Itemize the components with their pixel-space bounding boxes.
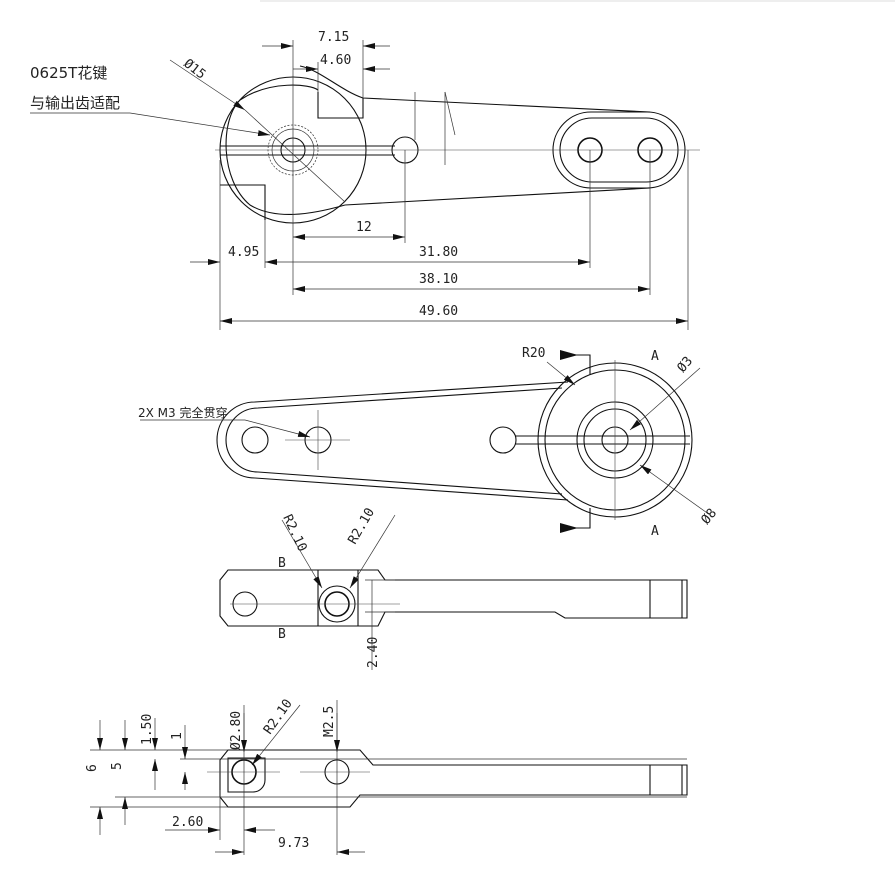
dim-31-80: 31.80: [419, 245, 458, 260]
section-view: 6 5 1.50 1 Ø2.80 R2.10 M2.5 2.60 9.73: [85, 697, 688, 855]
side-outline: [219, 569, 688, 627]
m2-5-label: M2.5: [322, 706, 337, 737]
dim-4-95: 4.95: [228, 245, 259, 260]
arm-top-edge: [299, 65, 651, 113]
arm-bottom-edge: [344, 187, 651, 206]
section-outline: [219, 749, 688, 808]
m3-hole-1: [241, 426, 269, 454]
dia-3-label: Ø3: [675, 354, 697, 376]
section-b-bottom: B: [278, 627, 286, 642]
dim-12: 12: [356, 220, 372, 235]
section-b-top: B: [278, 556, 286, 571]
dim-4-60: 4.60: [320, 53, 351, 68]
hub-inner-arc: [225, 84, 346, 216]
pin-hole: [489, 426, 517, 454]
dia-2-80: Ø2.80: [229, 711, 244, 750]
dim-49-60: 49.60: [419, 304, 458, 319]
dim-1-50: 1.50: [140, 714, 155, 745]
dim-7-15: 7.15: [318, 30, 349, 45]
spline-note-1: 0625T花键: [30, 64, 107, 82]
plan-view: R20 A A Ø3 Ø8 2X M3 完全贯穿: [138, 346, 720, 539]
arm-outline: [216, 381, 569, 501]
dim-38-10: 38.10: [419, 272, 458, 287]
holes-note: 2X M3 完全贯穿: [138, 405, 227, 420]
dim-5: 5: [110, 762, 125, 770]
section-a-bottom: A: [651, 524, 659, 539]
dim-2-40: 2.40: [366, 637, 381, 668]
dim-2-60: 2.60: [172, 815, 203, 830]
r2-10-right: R2.10: [345, 506, 378, 547]
section-a-top: A: [651, 349, 659, 364]
r2-10-left: R2.10: [279, 512, 309, 554]
dim-6: 6: [85, 764, 100, 772]
spline-note-2: 与输出齿适配: [30, 94, 120, 112]
top-view: 7.15 4.60 12 4.95 31.80 38.10 49.60 Ø15 …: [30, 30, 700, 330]
r20-label: R20: [522, 346, 545, 361]
dia-15-label: Ø15: [181, 56, 209, 82]
side-view-b: B B R2.10 R2.10 2.40: [219, 506, 688, 670]
dim-9-73: 9.73: [278, 836, 309, 851]
dim-1: 1: [170, 732, 185, 740]
